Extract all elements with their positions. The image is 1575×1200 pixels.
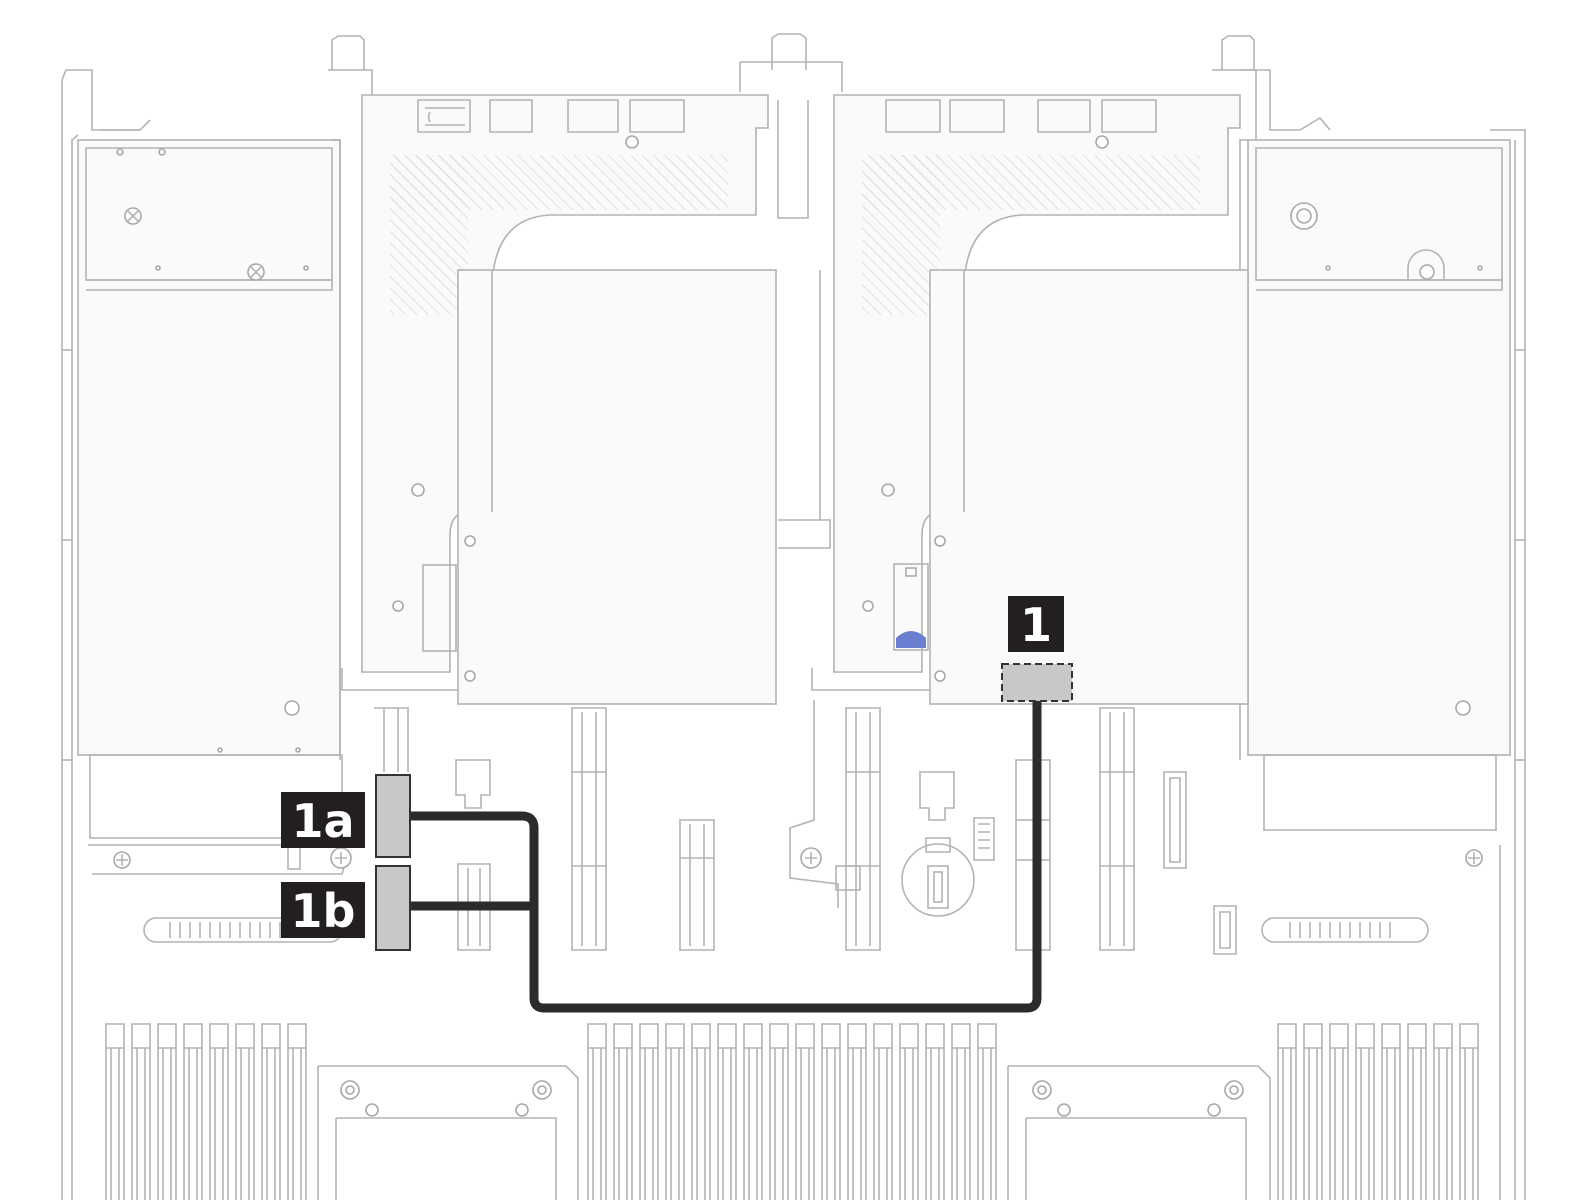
dimm-slot [235,1023,255,1200]
dimm-slot [105,1023,125,1200]
dimm-slot [1381,1023,1401,1200]
screw-icon [1224,1080,1244,1100]
pcie-slots [374,707,1237,955]
right-drive-cage [1239,139,1511,760]
dimm-slot [873,1023,893,1200]
callout-1a: 1a [281,792,365,848]
screw-icon [340,1080,360,1100]
screw-icon [532,1080,552,1100]
dimm-slot [261,1023,281,1200]
dimm-slot [1277,1023,1297,1200]
screw-icon [247,263,265,281]
screw-icon [1032,1080,1052,1100]
dimm-slots [105,1023,1479,1200]
dimm-slot [287,1023,307,1200]
cable [403,695,1042,1013]
dimm-slot [821,1023,841,1200]
dimm-slot [795,1023,815,1200]
right-lower-bay [1261,754,1501,1200]
screw-icon [1207,1103,1221,1117]
screw-icon [365,1103,379,1117]
screw-icon [124,207,142,225]
riser-slots-right [885,99,1157,133]
dimm-slot [769,1023,789,1200]
dimm-slot [157,1023,177,1200]
callout-1: 1 [1008,596,1064,652]
dimm-slot [951,1023,971,1200]
callout-1b: 1b [281,882,365,938]
dimm-slot [1459,1023,1479,1200]
dimm-slot [925,1023,945,1200]
screw-icon [113,851,131,869]
dimm-slot [1355,1023,1375,1200]
dimm-slot [847,1023,867,1200]
screw-icon [1057,1103,1071,1117]
chassis [61,69,1526,1200]
dimm-slot [639,1023,659,1200]
dimm-slot [587,1023,607,1200]
dimm-slot [691,1023,711,1200]
dimm-slot [613,1023,633,1200]
dimm-slot [209,1023,229,1200]
dimm-slot [1329,1023,1349,1200]
callout-1-label: 1 [1020,598,1052,652]
left-riser-card [341,94,777,705]
screw-icon [1465,849,1483,867]
dimm-slot [717,1023,737,1200]
processor-sockets [317,1065,1271,1200]
dimm-slot [1407,1023,1427,1200]
latch-icon [893,563,929,651]
dimm-slot [743,1023,763,1200]
center-bracket [778,270,861,908]
left-drive-cage [77,139,341,760]
dimm-slot [899,1023,919,1200]
riser-slots-left [417,99,685,133]
dimm-slot [131,1023,151,1200]
dimm-slot [1433,1023,1453,1200]
callout-1b-label: 1b [291,884,356,938]
dimm-slot [1303,1023,1323,1200]
right-riser-card [811,94,1249,705]
dimm-slot [977,1023,997,1200]
handle-right [1261,917,1429,943]
screw-icon [515,1103,529,1117]
connector-1 [1001,663,1073,702]
callout-1a-label: 1a [291,794,354,848]
screw-icon [800,847,822,869]
connector-1b [375,865,411,951]
dimm-slot [665,1023,685,1200]
dimm-slot [183,1023,203,1200]
screw-icon [1290,202,1318,230]
cmos-battery [901,837,975,917]
connector-1a [375,774,411,858]
screw-icon [1407,249,1445,280]
screw-icon [330,847,352,869]
